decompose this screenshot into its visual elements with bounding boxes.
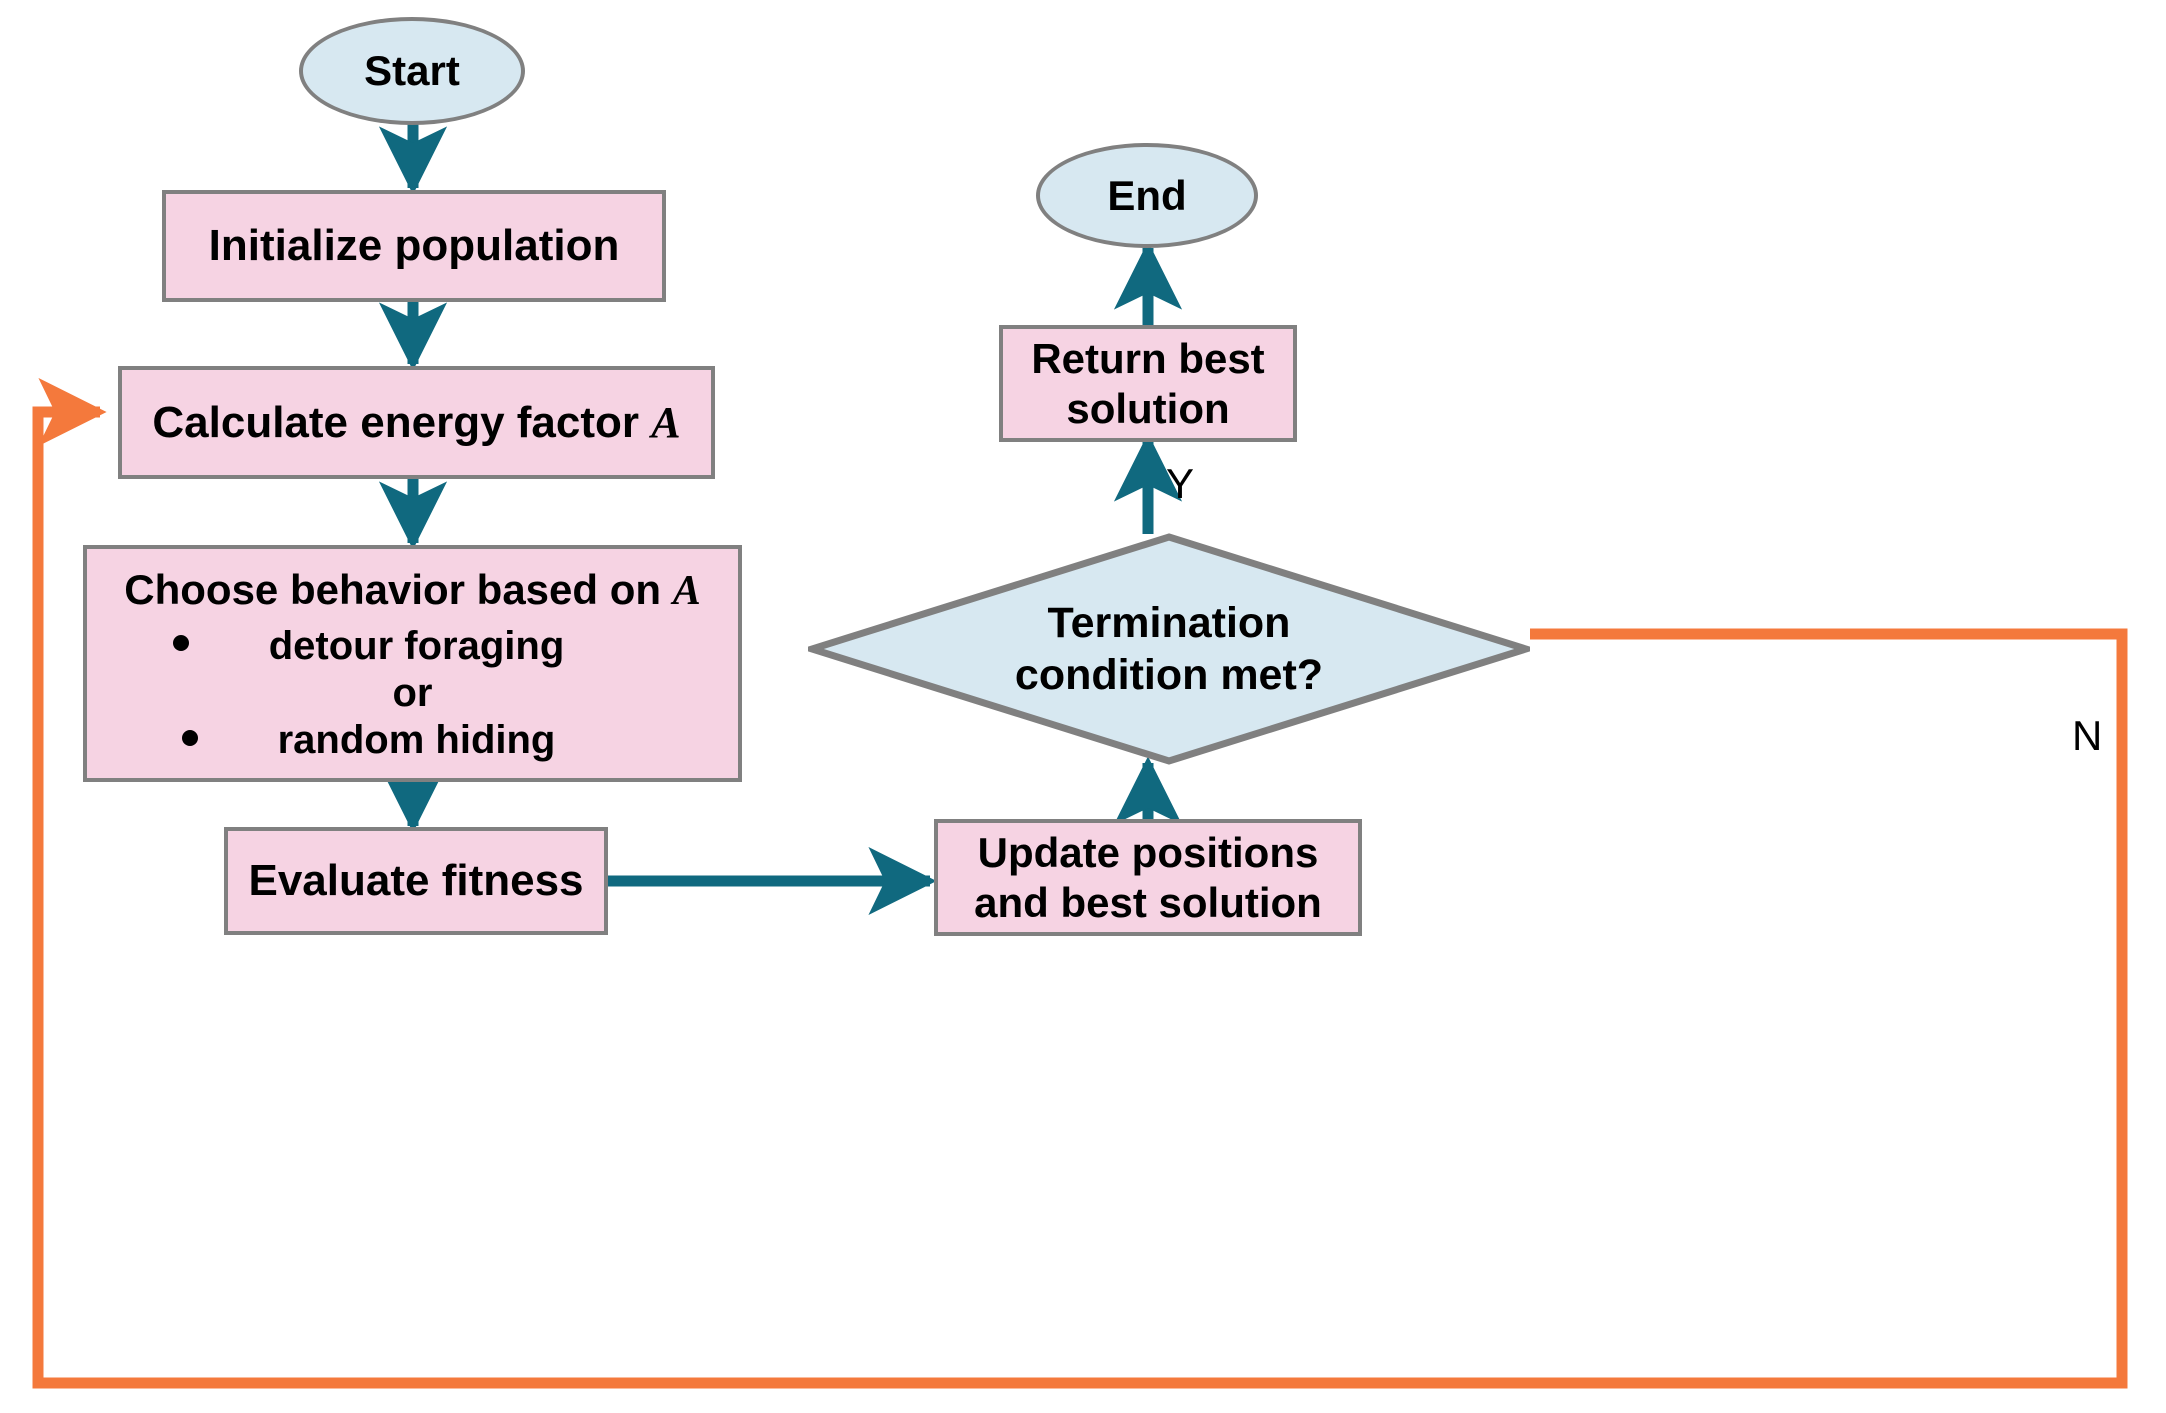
node-update-positions-line1: Update positions	[977, 828, 1319, 876]
node-end-label: End	[1107, 171, 1187, 219]
behavior-option-connector: or	[261, 670, 565, 717]
node-choose-behavior[interactable]: Choose behavior based on A detour foragi…	[83, 545, 742, 782]
node-return-best-solution-line1: Return best	[1031, 334, 1265, 382]
behavior-option-item: random hiding	[181, 717, 565, 764]
node-initialize-population[interactable]: Initialize population	[162, 190, 666, 302]
node-end[interactable]: End	[1036, 143, 1258, 248]
node-termination-line1: Termination	[1047, 598, 1291, 647]
edge-label-yes: Y	[1166, 460, 1195, 507]
node-update-positions-line2: and best solution	[974, 878, 1322, 926]
node-start-label: Start	[364, 47, 460, 95]
behavior-option-2: random hiding	[277, 717, 556, 762]
node-choose-behavior-label: Choose behavior based on	[124, 566, 662, 613]
node-termination-condition[interactable]: Termination condition met?	[808, 533, 1530, 765]
node-termination-line2: condition met?	[1014, 651, 1324, 699]
node-calculate-energy-factor[interactable]: Calculate energy factor A	[118, 366, 715, 479]
node-calculate-energy-factor-label: Calculate energy factor	[152, 397, 640, 447]
behavior-connector-label: or	[392, 670, 433, 715]
node-choose-behavior-options: detour foraging or random hiding	[172, 623, 565, 765]
node-return-best-solution-line2: solution	[1066, 384, 1230, 432]
node-evaluate-fitness-label: Evaluate fitness	[248, 856, 584, 906]
node-start[interactable]: Start	[299, 17, 525, 125]
node-calculate-energy-factor-symbol: A	[651, 397, 681, 447]
node-return-best-solution[interactable]: Return best solution	[999, 325, 1297, 442]
node-evaluate-fitness[interactable]: Evaluate fitness	[224, 827, 608, 935]
bullet-dot-icon	[181, 729, 198, 746]
node-initialize-population-label: Initialize population	[208, 221, 620, 271]
behavior-option-1: detour foraging	[268, 623, 565, 668]
edge-termination-no-loop-to-energy	[32, 377, 2128, 1389]
node-termination-condition-text: Termination condition met?	[1015, 597, 1323, 702]
node-choose-behavior-symbol: A	[672, 568, 701, 614]
node-update-positions[interactable]: Update positions and best solution	[934, 819, 1362, 936]
edge-label-no: N	[2072, 712, 2103, 759]
behavior-option-item: detour foraging	[172, 623, 565, 670]
bullet-dot-icon	[172, 635, 189, 652]
